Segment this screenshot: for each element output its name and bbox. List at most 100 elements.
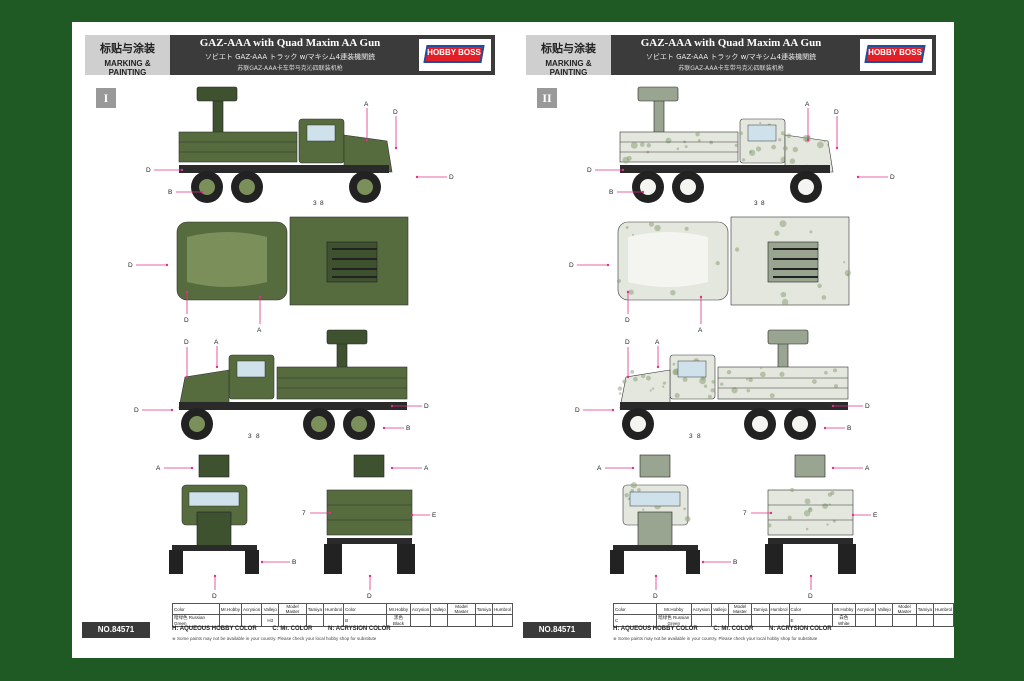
camo-spot	[805, 527, 809, 531]
logo-text: HOBBY BOSS	[868, 48, 922, 57]
painting-diagram: A D D B D 3 8 D D A D A D D B	[128, 86, 454, 600]
camo-spot	[630, 482, 637, 489]
paint-legend: H: AQUEOUS HOBBY COLOR C: Mr. COLOR N: A…	[172, 626, 502, 632]
front-gun	[198, 454, 230, 478]
chassis	[620, 165, 830, 173]
section-tab: 标贴与涂装 MARKING & PAINTING	[526, 35, 611, 77]
table-cell: Humbrol	[323, 603, 345, 615]
sheet-subtitle-chinese: 苏联GAZ-AAA卡车带马克沁四联装机枪	[237, 65, 343, 72]
table-cell: Model Master	[727, 603, 753, 615]
table-cell: B	[343, 614, 388, 627]
table-cell	[278, 614, 307, 627]
camo-spot	[786, 133, 792, 139]
camo-spot	[627, 497, 631, 501]
color-table-header-row: Color Mr.Hobby Acrysion Vallejo Model Ma…	[613, 603, 955, 615]
table-cell: Color	[343, 603, 388, 615]
camo-spot	[672, 369, 679, 376]
camo-spot	[695, 132, 700, 137]
cab-window	[747, 124, 777, 142]
camo-spot	[827, 492, 833, 497]
camo-spot	[755, 146, 762, 152]
table-cell: Vallejo	[875, 603, 894, 615]
table-cell: H3	[261, 614, 280, 627]
table-cell	[710, 614, 729, 627]
front-wheel-left	[610, 550, 624, 574]
table-cell: Humbrol	[491, 603, 514, 615]
camo-spot	[739, 131, 743, 136]
callout-d-8: D	[865, 403, 870, 410]
camo-spot	[734, 247, 740, 252]
callout-a-5: A	[865, 465, 870, 472]
callout-d-7: D	[134, 407, 139, 414]
camo-spot	[771, 144, 777, 150]
camo-spot	[648, 221, 654, 227]
table-cell	[875, 614, 894, 627]
callout-b-1: B	[609, 189, 613, 196]
callout-8: 8	[320, 200, 324, 207]
callout-d-10: D	[808, 593, 813, 600]
truck-side-view-right	[178, 86, 393, 203]
callout-e-1: E	[873, 512, 878, 519]
camo-spot	[832, 519, 836, 523]
camo-spot	[812, 379, 817, 384]
quad-maxim-gun	[767, 329, 809, 345]
truck-top-view	[616, 216, 851, 306]
truck-front-view	[610, 454, 700, 574]
chassis	[179, 165, 389, 173]
sheet-header: 标贴与涂装 MARKING & PAINTING GAZ-AAA with Qu…	[85, 35, 495, 77]
color-table: Color Mr.Hobby Acrysion Vallejo Model Ma…	[172, 603, 514, 627]
camo-spot	[822, 503, 828, 509]
callout-8b: 8	[697, 433, 701, 440]
product-number: NO.84571	[82, 622, 150, 638]
table-cell: Vallejo	[261, 603, 280, 615]
camo-spot	[697, 138, 701, 142]
callout-d-5: D	[184, 317, 189, 324]
rear-cargo-bed	[326, 489, 413, 536]
table-cell	[855, 614, 877, 627]
callout-d-9: D	[653, 593, 658, 600]
table-cell	[751, 614, 770, 627]
table-cell: Acrysion	[241, 603, 263, 615]
table-cell	[241, 614, 263, 627]
variant-number: II	[537, 88, 557, 108]
table-cell: 黑色 Black	[386, 614, 411, 627]
camo-spot	[745, 378, 749, 381]
camo-spot	[779, 371, 785, 377]
paint-availability-note: ※ Some paints may not be available in yo…	[172, 636, 377, 641]
truck-rear-view	[765, 454, 856, 574]
table-cell: 暗绿色 Russian Green	[656, 614, 692, 627]
camo-spot	[709, 140, 714, 145]
front-wheel-right	[686, 550, 700, 574]
variant-number: I	[96, 88, 116, 108]
callout-d-6: D	[625, 339, 630, 346]
callout-d-3: D	[890, 174, 895, 181]
front-grille	[637, 511, 673, 547]
table-cell	[727, 614, 753, 627]
front-grille	[196, 511, 232, 547]
section-tab-chinese: 标贴与涂装	[100, 42, 155, 55]
hood	[343, 134, 393, 173]
table-cell	[430, 614, 449, 627]
camo-spot	[792, 146, 799, 153]
camo-spot	[639, 142, 645, 147]
chassis	[179, 402, 407, 410]
table-cell: Tamiya	[305, 603, 325, 615]
front-gun	[639, 454, 671, 478]
logo-text: HOBBY BOSS	[427, 48, 481, 57]
camo-spot	[633, 376, 638, 382]
callout-a-1: A	[364, 101, 369, 108]
camo-spot	[651, 387, 655, 390]
rear-wheel-left	[765, 544, 783, 574]
camo-spot	[630, 370, 635, 374]
color-table-row: 暗绿色 Russian Green H3 B 黑色 Black	[172, 614, 514, 627]
rear-wheel-right	[838, 544, 856, 574]
table-cell	[323, 614, 345, 627]
camo-spot	[622, 379, 627, 384]
camo-spot	[774, 230, 780, 236]
callout-d-3: D	[449, 174, 454, 181]
table-cell: Humbrol	[768, 603, 790, 615]
callout-8b: 8	[256, 433, 260, 440]
callout-d-9: D	[212, 593, 217, 600]
callout-8: 8	[761, 200, 765, 207]
cargo-bed	[178, 131, 298, 163]
